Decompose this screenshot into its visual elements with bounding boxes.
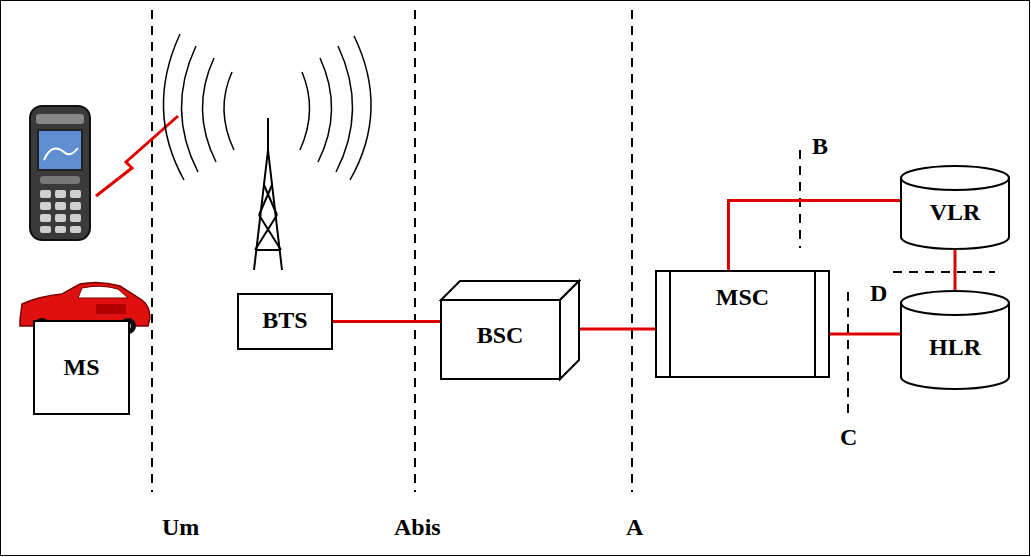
interface-label: A — [624, 514, 645, 540]
node-label: VLR — [930, 199, 981, 250]
msc-box: MSC — [655, 270, 830, 378]
interface-lines — [152, 10, 995, 492]
mobile-station-box: MS — [33, 320, 130, 415]
interface-label: Abis — [392, 514, 443, 540]
c-line — [847, 292, 849, 418]
bsc-box: BSC — [440, 280, 580, 380]
a-line — [631, 10, 633, 492]
node-label: HLR — [929, 334, 981, 390]
interface-label: D — [868, 280, 889, 306]
interface-label: Um — [160, 514, 201, 540]
phone-icon — [30, 106, 90, 240]
link-line — [729, 201, 901, 271]
um-line — [151, 10, 153, 492]
link-line — [580, 328, 655, 331]
node-label: MSC — [716, 284, 769, 378]
abis-line — [414, 10, 416, 492]
link-line — [954, 250, 957, 290]
node-label: BSC — [477, 322, 524, 380]
interface-label: C — [838, 424, 859, 450]
node-label: BTS — [262, 307, 307, 350]
vlr-database: VLR — [900, 165, 1010, 250]
link-line — [830, 333, 900, 336]
interface-label: B — [810, 133, 830, 159]
link-line — [333, 320, 440, 323]
d-line — [893, 271, 995, 273]
hlr-database: HLR — [900, 290, 1010, 390]
antenna-tower — [254, 118, 282, 270]
node-label: MS — [64, 354, 100, 415]
bts-box: BTS — [237, 293, 333, 350]
